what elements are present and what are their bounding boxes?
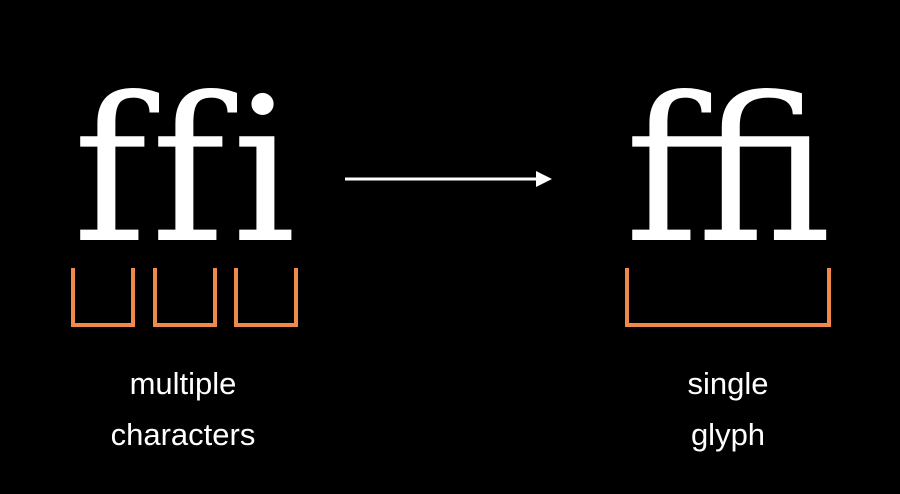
right-ligature-glyph: ﬃ	[625, 55, 831, 288]
left-bracket-1	[71, 268, 135, 327]
right-bracket	[625, 268, 831, 327]
left-bracket-3	[234, 268, 298, 327]
left-caption-line1: multiple	[130, 366, 237, 401]
arrow-head-icon	[536, 171, 552, 187]
right-caption-line2: glyph	[691, 417, 765, 452]
right-caption-line1: single	[688, 366, 769, 401]
left-caption-line2: characters	[111, 417, 256, 452]
left-char-f1: f	[73, 55, 160, 288]
left-char-i: i	[232, 55, 296, 288]
left-char-f2: f	[151, 55, 238, 288]
left-bracket-2	[153, 268, 217, 327]
single-glyph-group: ﬃ single glyph	[625, 55, 831, 452]
transform-arrow	[345, 171, 552, 187]
multiple-characters-group: f f i multiple characters	[71, 55, 298, 452]
